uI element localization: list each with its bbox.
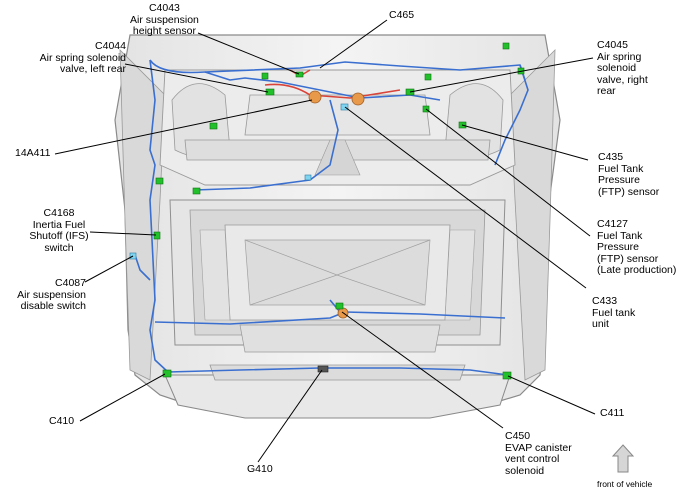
label-g410: G410 xyxy=(247,463,273,475)
ground-g410 xyxy=(317,365,329,373)
rear-bumper xyxy=(164,374,511,419)
connector-c465 xyxy=(261,72,269,80)
connector-c410 xyxy=(162,369,172,378)
label-14a411: 14A411 xyxy=(15,147,51,159)
label-c465: C465 xyxy=(389,9,415,21)
connector-c4168 xyxy=(153,231,161,240)
connector-c450 xyxy=(335,302,344,310)
front-arrow-icon xyxy=(611,444,635,473)
leader-lines xyxy=(54,19,596,463)
label-c411: C411 xyxy=(600,407,625,419)
front-of-vehicle-label: front of vehicle xyxy=(597,479,653,489)
label-c410: C410 xyxy=(49,415,75,427)
connector-c4043 xyxy=(295,71,304,78)
wiring-harness xyxy=(134,59,529,376)
connector-c411 xyxy=(502,371,512,380)
connector-c433 xyxy=(340,103,349,111)
